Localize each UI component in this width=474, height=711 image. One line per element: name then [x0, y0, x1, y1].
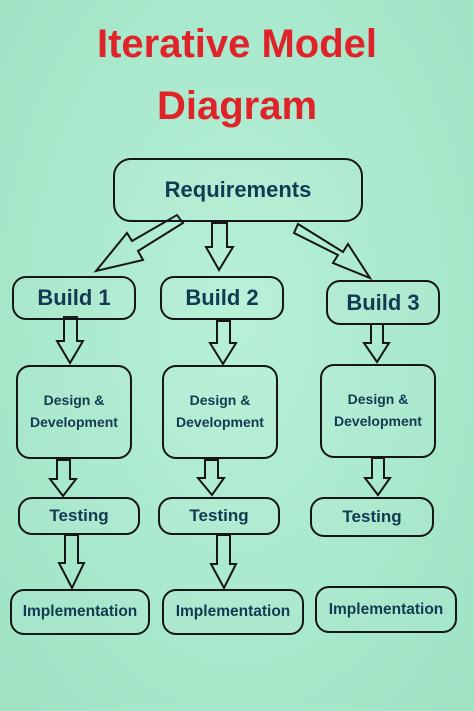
design-development-3-box: Design & Development: [320, 364, 436, 458]
design-development-2-box: Design & Development: [162, 365, 278, 459]
arrow-build-3-to-design: [362, 323, 391, 364]
implementation-3-label: Implementation: [328, 600, 444, 618]
testing-3-label: Testing: [342, 507, 402, 526]
design-development-3-label: Design & Development: [334, 391, 422, 429]
testing-2-box: Testing: [158, 497, 280, 535]
arrow-requirements-to-build-2: [204, 222, 235, 272]
requirements-box: Requirements: [113, 158, 363, 222]
arrow-design-to-testing-1: [47, 459, 79, 498]
build-2-box: Build 2: [160, 276, 284, 320]
arrow-design-to-testing-2: [195, 459, 226, 497]
testing-2-label: Testing: [189, 506, 249, 525]
design-development-1-box: Design & Development: [16, 365, 132, 459]
arrow-testing-to-implementation-1: [57, 534, 86, 591]
implementation-2-box: Implementation: [162, 589, 304, 635]
testing-1-label: Testing: [49, 506, 109, 525]
arrow-requirements-to-build-1: [93, 213, 185, 273]
design-development-1-label: Design & Development: [30, 392, 118, 430]
arrow-design-to-testing-3: [362, 457, 392, 497]
requirements-label: Requirements: [164, 177, 312, 202]
arrow-build-1-to-design: [55, 316, 85, 365]
testing-3-box: Testing: [310, 497, 434, 537]
build-1-label: Build 1: [37, 285, 111, 310]
diagram-title-line-2: Diagram: [156, 84, 318, 128]
testing-1-box: Testing: [18, 497, 140, 535]
build-3-box: Build 3: [326, 280, 440, 325]
implementation-1-label: Implementation: [22, 603, 138, 620]
implementation-2-label: Implementation: [175, 603, 291, 620]
build-2-label: Build 2: [185, 285, 259, 310]
arrow-requirements-to-build-3: [292, 222, 373, 281]
implementation-1-box: Implementation: [10, 589, 150, 635]
design-development-2-label: Design & Development: [176, 392, 264, 430]
build-1-box: Build 1: [12, 276, 136, 320]
build-3-label: Build 3: [346, 289, 420, 315]
arrow-build-2-to-design: [208, 320, 238, 366]
arrow-testing-to-implementation-2: [209, 534, 238, 591]
diagram-title-line-1: Iterative Model: [96, 22, 378, 66]
implementation-3-box: Implementation: [315, 586, 457, 633]
